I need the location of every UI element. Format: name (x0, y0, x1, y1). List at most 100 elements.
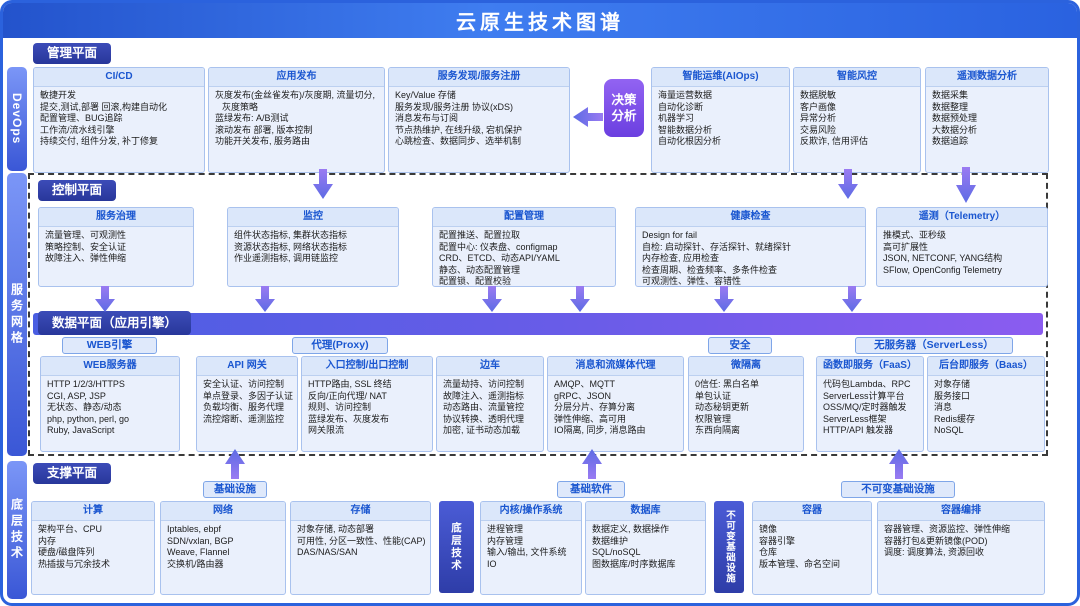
card-item: 容器引擎 (759, 535, 796, 546)
card-items: 0信任: 黑白名单单包认证动态秘钥更新权限管理东西向隔离 (689, 376, 803, 439)
card-item: 流量管理、可观测性 (45, 230, 127, 240)
card-item: 自动化根因分析 (658, 136, 722, 146)
card-item: 数据追踪 (932, 136, 969, 146)
card-item: Key/Value 存储 (395, 90, 456, 100)
card-item: 数据维护 (592, 535, 629, 546)
card-title: 智能风控 (794, 68, 920, 87)
card-item: 配置推送、配置拉取 (439, 230, 521, 240)
security-badge: 安全 (708, 337, 772, 354)
card-title: 容器 (753, 502, 871, 521)
card-risk-control: 智能风控 数据脱敏客户画像异常分析交易风险反欺诈, 信用评估 (793, 67, 921, 173)
card-items: 对象存储, 动态部署可用性, 分区一致性、性能(CAP)DAS/NAS/SAN (291, 521, 430, 561)
card-item: HTTP路由, SSL 终结 (308, 379, 392, 389)
card-title: 遥测数据分析 (926, 68, 1048, 87)
card-title: WEB服务器 (41, 357, 179, 376)
card-items: 灰度发布(金丝雀发布)/灰度期, 流量切分, 灰度策略蓝绿发布: A/B测试滚动… (209, 87, 384, 150)
service-mesh-sidebar-label: 服务网格 (7, 173, 27, 456)
immutable-infra-pill: 不可变基础设施 (841, 481, 955, 498)
card-item: 自动化诊断 (658, 101, 704, 112)
card-item: 静态、动态配置管理 (439, 264, 521, 275)
card-item: OSS/MQ/定时器触发 (823, 402, 907, 412)
card-title: 函数即服务（FaaS） (817, 357, 923, 376)
card-items: 数据脱敏客户画像异常分析交易风险反欺诈, 信用评估 (794, 87, 920, 150)
card-item: 东西向隔离 (695, 425, 741, 435)
proxy-badge: 代理(Proxy) (292, 337, 388, 354)
card-item: 架构平台、CPU (38, 524, 103, 534)
card-item: 单点登录、多因子认证 (203, 390, 294, 401)
card-item: 客户画像 (800, 101, 837, 112)
arrow-down-icon (255, 286, 275, 312)
card-title: 边车 (437, 357, 543, 376)
card-items: 流量劫持、访问控制故障注入、遥测指标动态路由、流量管控协议转换、透明代理加密, … (437, 376, 543, 439)
card-orchestration: 容器编排 容器管理、资源监控、弹性伸缩容器打包&更新镜像(POD)调度: 调度算… (877, 501, 1045, 595)
card-item: 数据采集 (932, 90, 969, 100)
card-service-governance: 服务治理 流量管理、可观测性策略控制、安全认证故障注入、弹性伸缩 (38, 207, 194, 287)
page-title: 云原生技术图谱 (456, 12, 624, 34)
card-item: 检查周期、检查频率、多条件检查 (642, 264, 778, 275)
card-item: 调度: 调度算法, 资源回收 (884, 547, 985, 557)
card-item: 反欺诈, 信用评估 (800, 136, 869, 146)
card-item: CGI, ASP, JSP (47, 390, 106, 401)
card-title: 服务发现/服务注册 (389, 68, 569, 87)
card-title: 智能运维(AIOps) (652, 68, 789, 87)
card-title: 消息和流媒体代理 (548, 357, 683, 376)
card-items: 流量管理、可观测性策略控制、安全认证故障注入、弹性伸缩 (39, 227, 193, 267)
infrastructure-pill: 基础设施 (203, 481, 267, 498)
card-item: 规则、访问控制 (308, 402, 372, 412)
card-items: 安全认证、访问控制单点登录、多因子认证负载均衡、服务代理流控熔断、遥测监控 (197, 376, 297, 427)
arrow-down-icon (570, 286, 590, 312)
card-title: CI/CD (34, 68, 204, 87)
card-title: 数据库 (586, 502, 705, 521)
card-title: 计算 (32, 502, 154, 521)
card-title: API 网关 (197, 357, 297, 376)
card-cicd: CI/CD 敏捷开发提交,测试,部署 回滚,构建自动化配置管理、BUG追踪工作流… (33, 67, 205, 173)
card-item: 高可扩展性 (883, 241, 929, 252)
card-item: IO隔离, 同步, 消息路由 (554, 425, 646, 435)
card-items: 镜像容器引擎仓库版本管理、命名空间 (753, 521, 871, 572)
header-banner: 云原生技术图谱 (3, 3, 1077, 38)
card-item: SDN/vxlan, BGP (167, 535, 234, 546)
card-telemetry-analysis: 遥测数据分析 数据采集数据整理数据预处理大数据分析数据追踪 (925, 67, 1049, 173)
card-item: 灰度发布(金丝雀发布)/灰度期, 流量切分, 灰度策略 (215, 90, 375, 112)
card-item: 海量运营数据 (658, 90, 713, 100)
card-item: 大数据分析 (932, 124, 978, 135)
card-micro-segmentation: 微隔离 0信任: 黑白名单单包认证动态秘钥更新权限管理东西向隔离 (688, 356, 804, 452)
card-item: 配置管理、BUG追踪 (40, 113, 123, 123)
card-item: 内存 (38, 535, 57, 546)
card-item: 协议转换、透明代理 (443, 413, 525, 424)
card-title: 内核/操作系统 (481, 502, 581, 521)
card-item: 进程管理 (487, 524, 524, 534)
card-item: HTTP 1/2/3/HTTPS (47, 379, 125, 389)
card-item: 工作流/流水线引擎 (40, 124, 115, 135)
card-item: Iptables, ebpf (167, 524, 222, 534)
card-item: 异常分析 (800, 113, 837, 123)
card-aiops: 智能运维(AIOps) 海量运营数据自动化诊断机器学习智能数据分析自动化根因分析 (651, 67, 790, 173)
serverless-badge: 无服务器（ServerLess） (855, 337, 1013, 354)
basic-software-pill: 基础软件 (557, 481, 625, 498)
card-item: 数据定义, 数据操作 (592, 524, 670, 534)
card-sidecar: 边车 流量劫持、访问控制故障注入、遥测指标动态路由、流量管控协议转换、透明代理加… (436, 356, 544, 452)
card-item: 交换机/路由器 (167, 558, 224, 569)
card-item: NoSQL (934, 425, 964, 435)
card-item: 交易风险 (800, 124, 837, 135)
card-item: 提交,测试,部署 回滚,构建自动化 (40, 101, 168, 112)
card-item: 滚动发布 部署, 版本控制 (215, 124, 313, 135)
data-plane-badge: 数据平面（应用引擎） (38, 311, 192, 335)
card-api-gateway: API 网关 安全认证、访问控制单点登录、多因子认证负载均衡、服务代理流控熔断、… (196, 356, 298, 452)
card-item: 弹性伸缩、高可用 (554, 413, 627, 424)
card-item: 心跳检查、数据同步、选举机制 (395, 136, 522, 146)
card-item: 机器学习 (658, 113, 695, 123)
arrow-down-icon (482, 286, 502, 312)
